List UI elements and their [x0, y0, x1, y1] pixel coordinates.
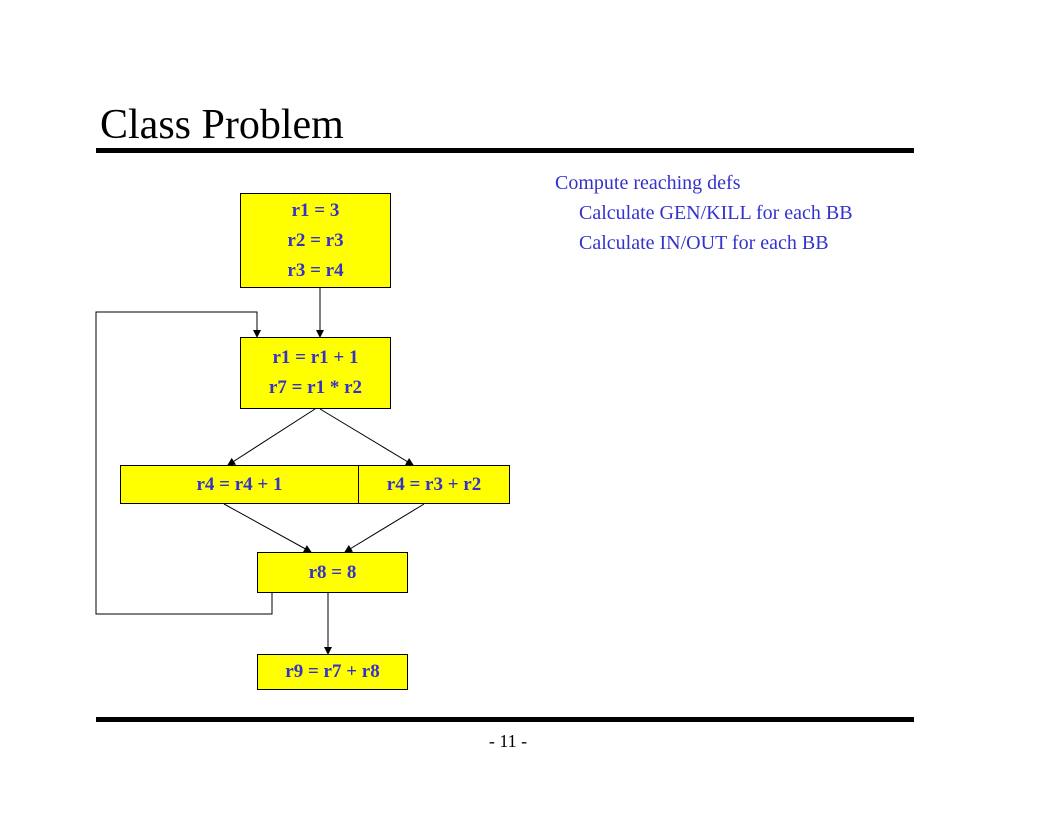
code-line: r1 = 3 — [291, 199, 340, 221]
basic-block-5: r8 = 8 — [257, 552, 408, 593]
code-line: r9 = r7 + r8 — [285, 661, 380, 682]
edge-bb2-bb4 — [319, 408, 414, 466]
instructions: Compute reaching defs Calculate GEN/KILL… — [555, 168, 853, 258]
edge-bb4-bb5 — [344, 503, 425, 553]
code-line: r3 = r4 — [287, 259, 344, 281]
code-line: r1 = r1 + 1 — [272, 347, 359, 368]
footer-rule — [96, 717, 914, 722]
basic-block-1: r1 = 3 r2 = r3 r3 = r4 — [240, 193, 391, 288]
code-line: r2 = r3 — [287, 229, 344, 251]
instruction-step: Calculate IN/OUT for each BB — [579, 232, 829, 254]
code-line: r4 = r3 + r2 — [386, 473, 482, 495]
basic-block-3: r4 = r4 + 1 — [120, 465, 359, 504]
basic-block-4: r4 = r3 + r2 — [358, 465, 510, 504]
instructions-heading: Compute reaching defs — [555, 172, 741, 194]
code-line: r7 = r1 * r2 — [268, 377, 363, 398]
basic-block-6: r9 = r7 + r8 — [257, 654, 408, 690]
edge-bb3-bb5 — [223, 503, 312, 553]
code-line: r8 = 8 — [308, 561, 357, 583]
basic-block-2: r1 = r1 + 1 r7 = r1 * r2 — [240, 337, 391, 409]
code-line: r4 = r4 + 1 — [196, 473, 283, 495]
page-number: - 11 - — [488, 731, 528, 751]
instruction-step: Calculate GEN/KILL for each BB — [579, 202, 853, 224]
edge-bb5-bb2-back — [95, 311, 273, 615]
title-rule — [96, 148, 914, 153]
edge-bb2-bb3 — [227, 408, 316, 466]
slide-title: Class Problem — [100, 102, 344, 148]
